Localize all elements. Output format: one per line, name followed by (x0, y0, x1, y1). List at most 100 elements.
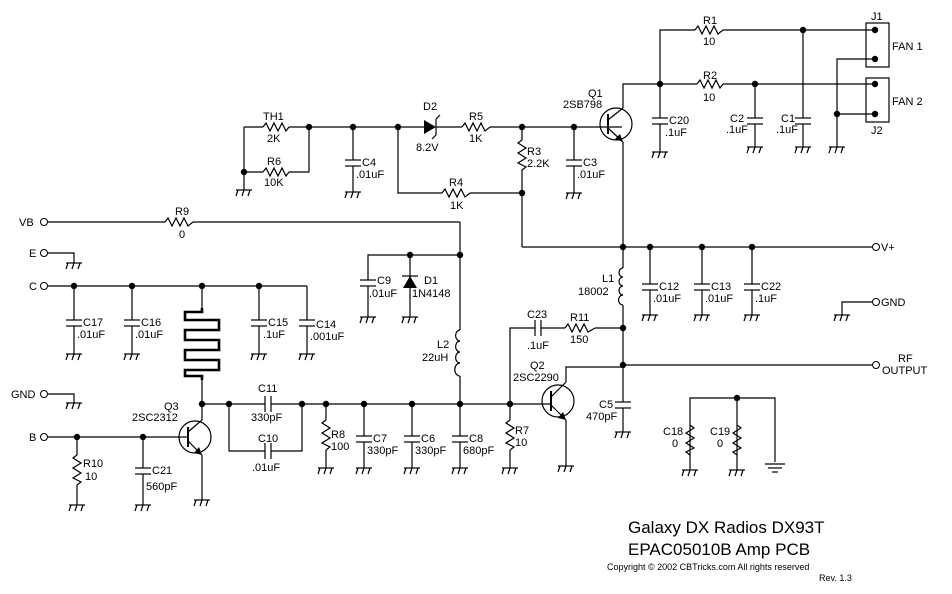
ground-icon (833, 314, 851, 322)
ground-icon (746, 146, 764, 154)
c20-ref: C20 (669, 115, 689, 127)
port-b-label: B (29, 432, 36, 444)
c22-ref: C22 (761, 281, 781, 293)
d2-value: 8.2V (416, 142, 439, 154)
ground-icon (681, 469, 699, 477)
resistor-r10 (71, 454, 83, 486)
c11-value: 330pF (251, 412, 282, 424)
ground-icon (65, 402, 83, 410)
port-vplus-terminal (872, 243, 880, 251)
c23-value: .1uF (527, 340, 549, 352)
port-vb-terminal (40, 218, 48, 226)
r1-ref: R1 (703, 15, 717, 27)
r11-ref: R11 (570, 312, 589, 324)
c18-value: 0 (672, 438, 678, 450)
c12-value: .01uF (653, 293, 681, 305)
ground-icon (651, 151, 669, 159)
junction-dot (298, 400, 306, 408)
junction-dot (751, 80, 759, 88)
connector-j1-label: FAN 1 (892, 41, 923, 53)
th1-value: 2K (267, 133, 281, 145)
ground-icon (298, 353, 316, 361)
inductors (183, 267, 624, 380)
d2-ref: D2 (423, 101, 437, 113)
ground-icon (134, 504, 152, 512)
title-block: Galaxy DX Radios DX93T EPAC05010B Amp PC… (607, 518, 852, 583)
diode-d2 (424, 114, 441, 140)
l1-ref: L1 (602, 273, 614, 285)
junction-dot (871, 55, 879, 63)
capacitor-c4 (345, 159, 361, 167)
capacitor-c8 (452, 435, 468, 443)
junction-dot (698, 243, 706, 251)
junction-dot (619, 361, 627, 369)
junction-dot (646, 243, 654, 251)
capacitor-c15 (251, 319, 267, 327)
ground-icon (693, 314, 711, 322)
junction-dot (506, 400, 514, 408)
c10-value: .01uF (252, 462, 280, 474)
c13-value: .01uF (705, 293, 733, 305)
junction-dot (394, 123, 402, 131)
diodes (402, 114, 441, 288)
junction-dot (305, 123, 313, 131)
junction-dot (518, 123, 526, 131)
junction-dot (406, 251, 414, 259)
junction-dot (70, 282, 78, 290)
ground-icon (501, 467, 519, 475)
c13-ref: C13 (711, 281, 731, 293)
junction-dot (360, 400, 368, 408)
junction-dot (198, 400, 206, 408)
connectors (865, 22, 890, 123)
junction-dot (619, 243, 627, 251)
q1-part: 2SB798 (563, 99, 602, 111)
ground-icon (557, 465, 575, 473)
q2-part: 2SC2290 (513, 372, 559, 384)
r4-ref: R4 (449, 177, 463, 189)
q1-ref: Q1 (588, 88, 603, 100)
c8-value: 680pF (463, 445, 494, 457)
c8-ref: C8 (469, 433, 483, 445)
c20-value: .1uF (665, 127, 687, 139)
resistor-r4 (441, 187, 471, 199)
capacitor-c1 (795, 117, 811, 125)
r2-value: 10 (703, 92, 715, 104)
labels: VB E C GND B V+ GND RF OUTPUT J1 FAN 1 F… (11, 11, 928, 493)
port-rf-output-terminal (872, 361, 880, 369)
earth-ground-icon (765, 463, 785, 473)
c15-value: .1uF (263, 329, 285, 341)
capacitor-c17 (66, 319, 82, 327)
c17-value: .01uF (77, 329, 105, 341)
c14-ref: C14 (316, 319, 336, 331)
ground-icon (355, 467, 373, 475)
resistor-r9 (164, 216, 194, 228)
c7-ref: C7 (373, 433, 387, 445)
c1-value: .1uF (776, 124, 798, 136)
port-c-label: C (29, 281, 37, 293)
connector-j2-ref: J2 (871, 125, 883, 137)
capacitor-c5 (615, 401, 631, 409)
resistor-c19 (731, 424, 743, 456)
port-rf-label: RF (898, 353, 913, 365)
junction-dot (748, 243, 756, 251)
c4-value: .01uF (356, 169, 384, 181)
capacitor-c3 (566, 159, 582, 167)
l2-ref: L2 (437, 339, 449, 351)
port-vb-label: VB (19, 217, 34, 229)
r11-value: 150 (570, 334, 588, 346)
r8-value: 100 (331, 441, 349, 453)
title-line-2: EPAC05010B Amp PCB (628, 540, 810, 559)
l2-value: 22uH (422, 352, 448, 364)
transistor-q1 (599, 107, 633, 143)
connector-j1-ref: J1 (871, 11, 883, 23)
r6-ref: R6 (267, 156, 281, 168)
junction-dot (871, 80, 879, 88)
connector-j1 (865, 22, 890, 68)
capacitor-c9 (360, 279, 376, 287)
c4-ref: C4 (362, 157, 376, 169)
ground-icon (641, 314, 659, 322)
ground-icon (451, 467, 469, 475)
port-terminals (40, 218, 880, 441)
ground-icon (565, 192, 583, 200)
ground-icon (743, 314, 761, 322)
